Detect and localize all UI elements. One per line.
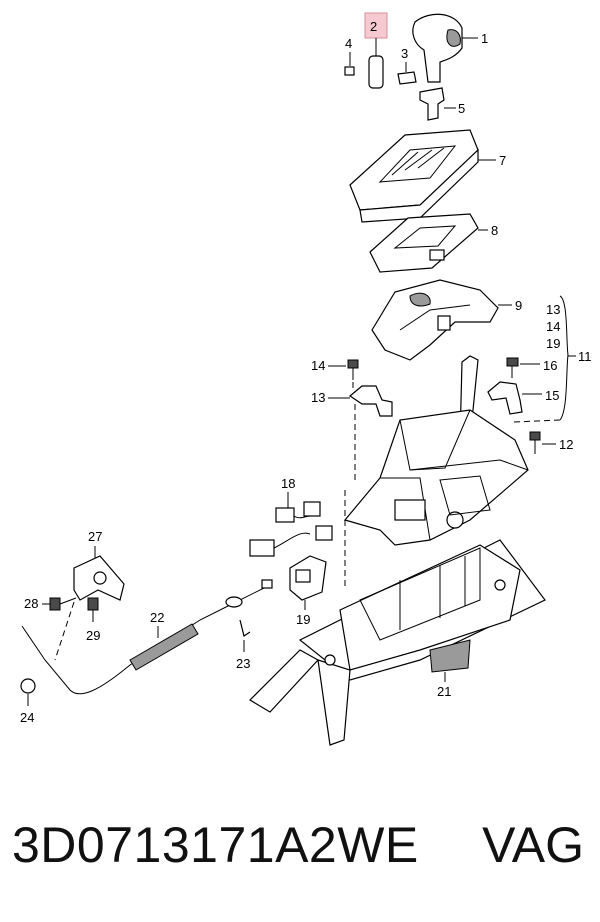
callout-19: 19 [296,612,310,627]
callout-22: 22 [150,610,164,625]
callout-19-group: 19 [546,336,560,351]
callout-27: 27 [88,529,102,544]
callout-12: 12 [559,437,573,452]
nut-29-part [87,597,99,622]
callout-24: 24 [20,710,34,725]
selector-mechanism-part [343,355,529,546]
bracket-13-part [348,385,393,417]
callout-2: 2 [370,19,377,34]
small-clip-part [344,66,355,76]
group-bracket [559,295,569,421]
callout-14-group: 14 [546,319,560,334]
callout-15: 15 [545,388,559,403]
callout-23: 23 [236,656,250,671]
part-number: 3D0713171A2WE [12,817,419,873]
clip-23-part [239,619,251,637]
callout-13-group: 13 [546,302,560,317]
callout-9: 9 [515,298,522,313]
callout-21: 21 [437,684,451,699]
callout-29: 29 [86,628,100,643]
selector-cable-22-part [21,579,273,695]
housing-cover-part [371,279,499,361]
callout-16: 16 [543,358,557,373]
cable-bracket-27-part [73,555,125,601]
bolt-28-part [49,597,77,611]
gate-cover-part [349,129,479,223]
gate-plate-part [369,213,479,273]
wiring-harness-part [249,501,333,557]
callout-18: 18 [281,476,295,491]
brand-label: VAG [482,817,584,873]
bolt-14-part [347,359,359,380]
callout-4: 4 [345,36,352,51]
bolt-16-part [506,357,519,378]
bolt-12-part [529,431,541,454]
base-housing-21-part [249,539,546,746]
bracket-15-part [487,381,523,415]
clip-24-part [20,678,36,694]
knob-insert-part [419,87,445,121]
callout-13: 13 [311,390,325,405]
callout-14: 14 [311,358,325,373]
callout-5: 5 [458,101,465,116]
switch-19-part [289,555,327,601]
trim-strip-part [368,55,384,89]
spring-clip-part [397,71,417,85]
callout-28: 28 [24,596,38,611]
callout-7: 7 [499,153,506,168]
callout-8: 8 [491,223,498,238]
exploded-parts-diagram: 1 2 4 3 5 7 8 9 13 14 19 11 [20,12,592,746]
callout-1: 1 [481,31,488,46]
shift-knob-part [412,13,463,83]
callout-3: 3 [401,46,408,61]
callout-11: 11 [578,349,592,364]
